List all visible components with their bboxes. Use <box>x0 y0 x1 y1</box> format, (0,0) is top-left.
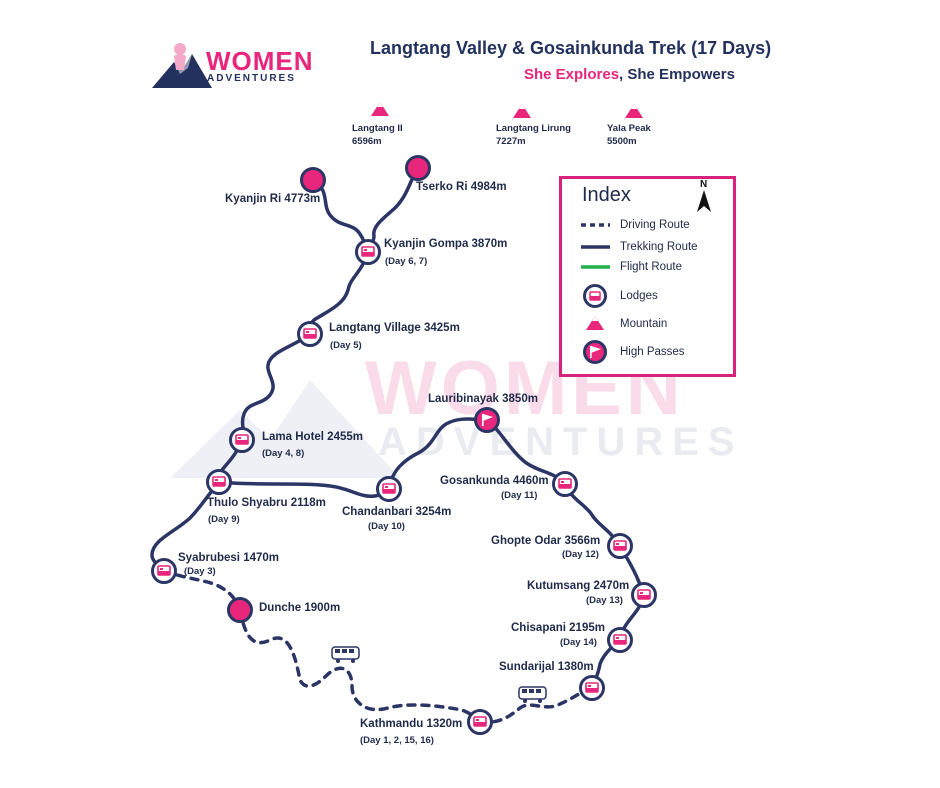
place-days-lama-hotel: (Day 4, 8) <box>262 448 305 459</box>
marker-kyanjin-ri <box>300 167 326 193</box>
marker-lauribinayak <box>474 407 500 433</box>
place-days-kathmandu: (Day 1, 2, 15, 16) <box>360 735 434 746</box>
marker-ghopte-odar <box>607 533 633 559</box>
logo-wordmark: WOMEN <box>206 46 314 76</box>
legend-item-lodges: Lodges <box>620 290 658 302</box>
tagline: She Explores, She Empowers <box>524 66 735 83</box>
place-label-gosankunda: Gosankunda 4460m <box>440 475 549 487</box>
mountain-elevation: 7227m <box>496 136 526 147</box>
legend-box <box>559 176 736 377</box>
mountain-icon <box>625 104 643 118</box>
mountain-elevation: 5500m <box>607 136 637 147</box>
trek-route-langtang-lama <box>240 332 312 442</box>
place-label-chisapani: Chisapani 2195m <box>511 622 605 634</box>
trek-route-chandanbari-lauri <box>387 417 489 491</box>
legend-item-mountain: Mountain <box>620 318 668 330</box>
marker-sundarijal <box>579 675 605 701</box>
place-label-ghopte-odar: Ghopte Odar 3566m <box>491 535 601 547</box>
marker-kathmandu <box>467 709 493 735</box>
place-days-thulo-shyabru: (Day 9) <box>208 514 240 525</box>
bus-icon <box>331 646 360 663</box>
mountain-icon <box>371 102 389 116</box>
watermark-subtext: ADVENTURES <box>378 420 744 464</box>
mountain-name: Langtang Lirung <box>496 123 571 134</box>
place-days-kyanjin-gompa: (Day 6, 7) <box>385 256 428 267</box>
place-label-kyanjin-ri: Kyanjin Ri 4773m <box>225 193 321 205</box>
legend-item-flight: Flight Route <box>620 261 683 273</box>
place-label-syabrubesi: Syabrubesi 1470m <box>178 552 280 564</box>
place-days-ghopte-odar: (Day 12) <box>562 549 599 560</box>
legend-item-high-passes: High Passes <box>620 346 685 358</box>
legend-symbols <box>581 223 610 364</box>
mountain-name: Langtang II <box>352 123 403 134</box>
legend-title: Index <box>582 184 631 206</box>
logo-subtitle: ADVENTURES <box>207 73 296 84</box>
drive-route-kathmandu-sundarijal <box>478 686 594 725</box>
tagline-rest: , She Empowers <box>619 66 735 83</box>
logo-mountain-icon <box>152 43 212 88</box>
legend-item-trekking: Trekking Route <box>620 241 698 253</box>
mountain-icon <box>513 104 531 118</box>
marker-kutumsang <box>631 582 657 608</box>
marker-dunche <box>227 597 253 623</box>
place-label-kutumsang: Kutumsang 2470m <box>527 580 630 592</box>
watermark-mountain <box>170 380 400 478</box>
place-days-syabrubesi: (Day 3) <box>184 566 216 577</box>
place-label-langtang-village: Langtang Village 3425m <box>329 322 460 334</box>
place-days-kutumsang: (Day 13) <box>586 595 623 606</box>
place-days-chisapani: (Day 14) <box>560 637 597 648</box>
place-label-lama-hotel: Lama Hotel 2455m <box>262 431 363 443</box>
mountain-label: Langtang II 6596m <box>352 122 403 148</box>
mountain-icon <box>586 316 604 330</box>
mountain-label: Yala Peak 5500m <box>607 122 651 148</box>
place-label-lauribinayak: Lauribinayak 3850m <box>428 393 538 405</box>
tagline-highlight: She Explores <box>524 66 620 83</box>
mountain-elevation: 6596m <box>352 136 382 147</box>
place-label-thulo-shyabru: Thulo Shyabru 2118m <box>207 497 326 509</box>
drive-route-syabrubesi-dunche <box>162 569 242 612</box>
place-label-dunche: Dunche 1900m <box>259 602 341 614</box>
marker-syabrubesi <box>151 558 177 584</box>
marker-chisapani <box>607 627 633 653</box>
mountain-name: Yala Peak <box>607 123 651 134</box>
marker-kyanjin-gompa <box>355 239 381 265</box>
bus-icon <box>518 686 547 703</box>
place-label-chandanbari: Chandanbari 3254m <box>342 506 452 518</box>
drive-route-dunche-kathmandu <box>238 608 482 724</box>
marker-langtang-village <box>297 321 323 347</box>
place-label-kathmandu: Kathmandu 1320m <box>360 718 463 730</box>
legend-item-driving: Driving Route <box>620 219 690 231</box>
place-label-kyanjin-gompa: Kyanjin Gompa 3870m <box>384 238 508 250</box>
place-days-chandanbari: (Day 10) <box>368 521 405 532</box>
flag-icon <box>583 340 607 364</box>
place-days-langtang-village: (Day 5) <box>330 340 362 351</box>
map-title: Langtang Valley & Gosainkunda Trek (17 D… <box>370 38 772 58</box>
lodge-icon <box>583 284 607 308</box>
marker-chandanbari <box>376 476 402 502</box>
marker-tserko-ri <box>405 155 431 181</box>
place-days-gosankunda: (Day 11) <box>501 490 538 501</box>
mountain-label: Langtang Lirung 7227m <box>496 122 571 148</box>
marker-thulo-shyabru <box>206 469 232 495</box>
north-arrow-icon <box>697 190 711 212</box>
place-label-tserko-ri: Tserko Ri 4984m <box>416 181 507 193</box>
marker-gosankunda <box>552 471 578 497</box>
place-label-sundarijal: Sundarijal 1380m <box>499 661 594 673</box>
north-label: N <box>700 179 708 190</box>
marker-lama-hotel <box>229 427 255 453</box>
trek-route-gosankunda-ghopte <box>563 482 622 548</box>
